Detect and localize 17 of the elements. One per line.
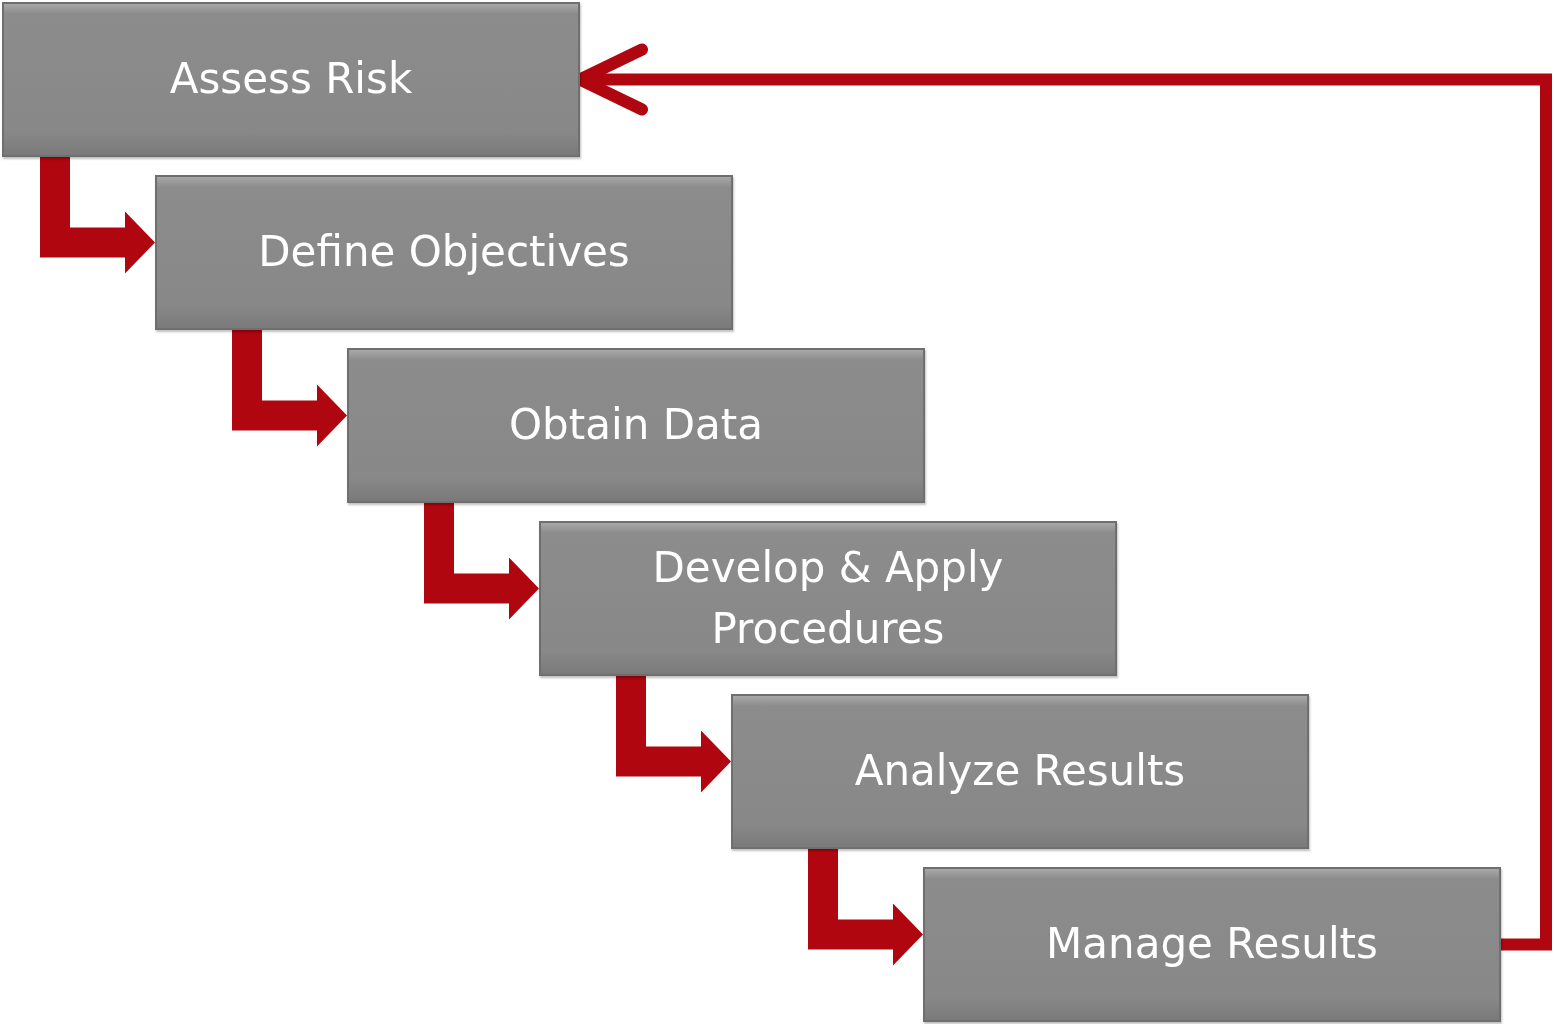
- step-label: Assess Risk: [169, 53, 413, 106]
- step-label: Obtain Data: [509, 399, 763, 452]
- process-box: [347, 348, 925, 503]
- step-label: Develop & Apply Procedures: [651, 541, 1005, 655]
- arrow: [808, 849, 923, 966]
- process-box: [2, 2, 580, 157]
- arrow: [616, 676, 731, 793]
- step-label: Define Objectives: [258, 226, 630, 279]
- step-label: Manage Results: [1046, 918, 1378, 971]
- process-box: [731, 694, 1309, 849]
- arrow: [424, 503, 539, 620]
- arrow: [232, 330, 347, 447]
- step-label: Analyze Results: [854, 745, 1186, 798]
- process-box: [923, 867, 1501, 1022]
- process-box: [539, 521, 1117, 676]
- arrow: [40, 157, 155, 274]
- process-box: [155, 175, 733, 330]
